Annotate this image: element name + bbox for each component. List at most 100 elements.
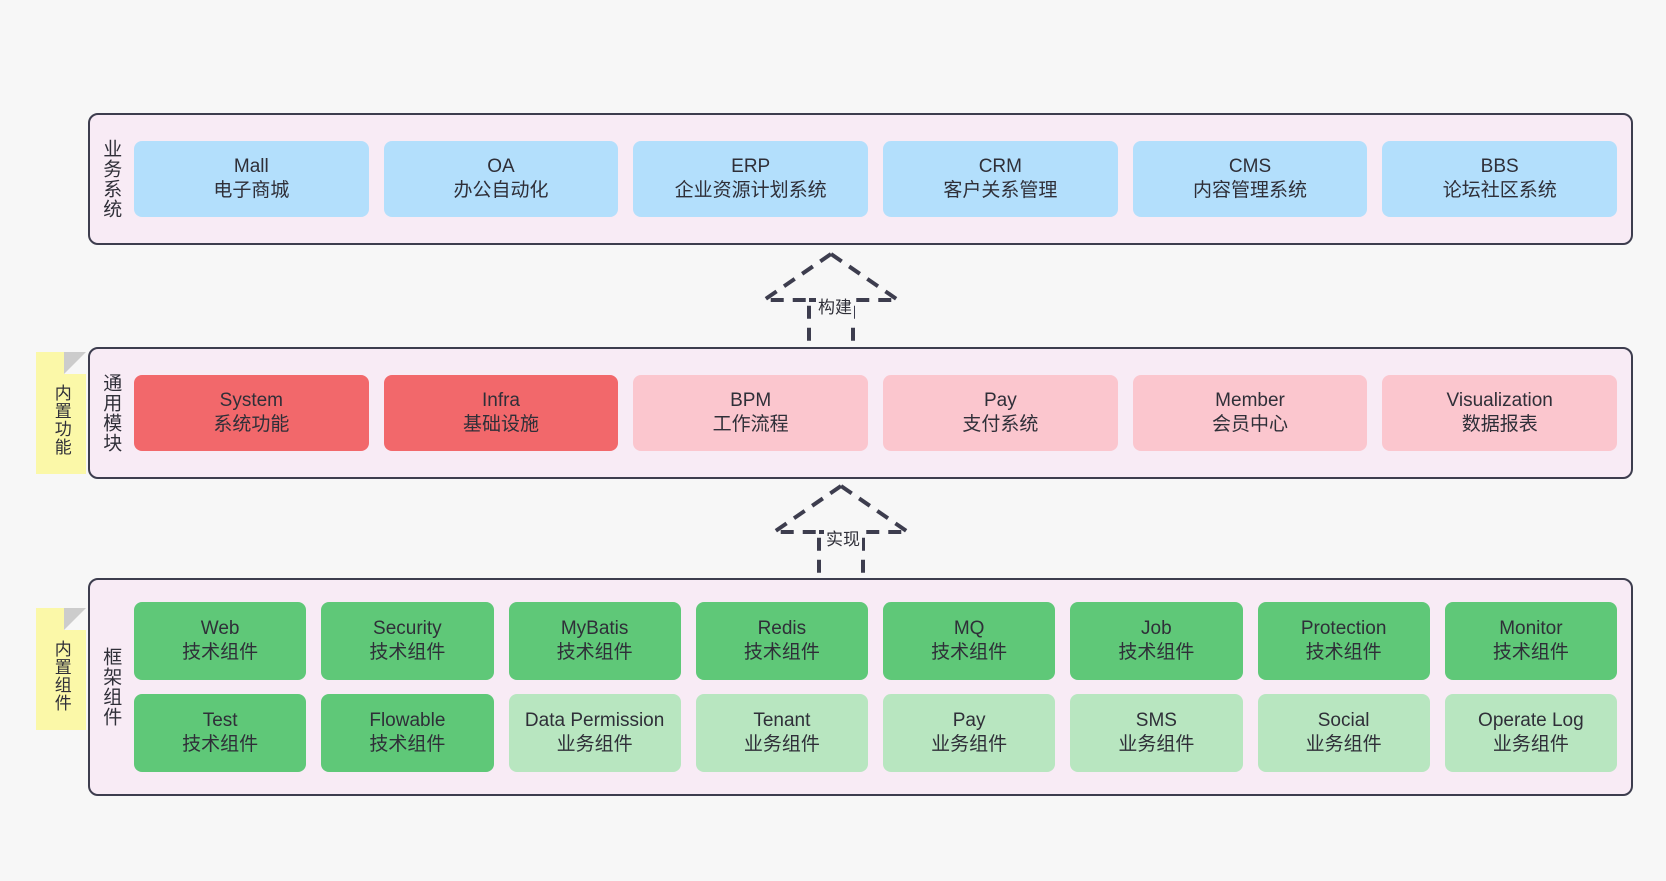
card-title: ERP [731, 155, 771, 177]
card-cms[interactable]: CMS 内容管理系统 [1132, 141, 1368, 217]
card-subtitle: 数据报表 [1461, 414, 1538, 435]
card-title: Security [373, 617, 442, 639]
connector-implement: 实现 [766, 484, 916, 580]
card-title: System [219, 389, 284, 411]
card-subtitle: 技术组件 [369, 734, 446, 755]
card-mall[interactable]: Mall 电子商城 [134, 141, 369, 217]
layer-title-common-module: 通用模块 [100, 373, 122, 453]
card-subtitle: 业务组件 [1305, 734, 1382, 755]
card-subtitle: 业务组件 [556, 734, 633, 755]
layer-title-business-system: 业务系统 [100, 139, 122, 219]
card-bbs[interactable]: BBS 论坛社区系统 [1382, 141, 1618, 217]
card-row: System 系统功能 Infra 基础设施 BPM 工作流程 Pay 支付系统… [134, 375, 1618, 451]
card-title: Web [200, 617, 240, 639]
layer-title-framework-component: 框架组件 [100, 647, 122, 727]
card-subtitle: 客户关系管理 [943, 180, 1058, 201]
note-text: 内置组件 [51, 640, 71, 712]
layer-body-business-system: Mall 电子商城 OA 办公自动化 ERP 企业资源计划系统 CRM 客户关系… [130, 115, 1631, 243]
card-title: Protection [1300, 617, 1387, 639]
card-title: Flowable [369, 709, 446, 731]
card-title: Infra [481, 389, 521, 411]
card-subtitle: 技术组件 [182, 734, 259, 755]
card-title: Operate Log [1478, 709, 1584, 731]
card-infra[interactable]: Infra 基础设施 [383, 375, 619, 451]
card-subtitle: 基础设施 [463, 414, 540, 435]
layer-body-framework-component: Web 技术组件 Security 技术组件 MyBatis 技术组件 Redi… [130, 580, 1631, 794]
card-subtitle: 业务组件 [743, 734, 820, 755]
card-title: Mall [233, 155, 269, 177]
card-subtitle: 技术组件 [556, 642, 633, 663]
card-redis[interactable]: Redis 技术组件 [695, 602, 868, 680]
card-subtitle: 业务组件 [1492, 734, 1569, 755]
card-mybatis[interactable]: MyBatis 技术组件 [508, 602, 681, 680]
card-subtitle: 技术组件 [1305, 642, 1382, 663]
card-title: BPM [730, 389, 772, 411]
card-title: Pay [983, 389, 1017, 411]
card-monitor[interactable]: Monitor 技术组件 [1444, 602, 1617, 680]
card-title: BBS [1480, 155, 1519, 177]
card-job[interactable]: Job 技术组件 [1070, 602, 1243, 680]
card-subtitle: 企业资源计划系统 [674, 180, 827, 201]
layer-framework-component[interactable]: 框架组件 Web 技术组件 Security 技术组件 MyBatis 技术组件… [88, 578, 1633, 796]
card-title: MyBatis [560, 617, 629, 639]
card-subtitle: 技术组件 [1492, 642, 1569, 663]
connector-build-label: 构建 [816, 292, 854, 319]
card-title: Member [1215, 389, 1285, 411]
note-builtin-function: 内置功能 [36, 352, 86, 474]
card-crm[interactable]: CRM 客户关系管理 [883, 141, 1118, 217]
card-title: Visualization [1446, 389, 1553, 411]
card-security[interactable]: Security 技术组件 [321, 602, 494, 680]
card-title: Test [202, 709, 238, 731]
card-test[interactable]: Test 技术组件 [134, 694, 307, 772]
card-subtitle: 办公自动化 [453, 180, 549, 201]
card-row: Test 技术组件 Flowable 技术组件 Data Permission … [134, 694, 1617, 772]
card-row: Mall 电子商城 OA 办公自动化 ERP 企业资源计划系统 CRM 客户关系… [134, 141, 1618, 217]
card-system[interactable]: System 系统功能 [134, 375, 369, 451]
card-pay-business[interactable]: Pay 业务组件 [883, 694, 1056, 772]
card-title: Redis [757, 617, 807, 639]
card-title: Tenant [753, 709, 811, 731]
card-member[interactable]: Member 会员中心 [1132, 375, 1368, 451]
layer-body-common-module: System 系统功能 Infra 基础设施 BPM 工作流程 Pay 支付系统… [130, 349, 1631, 477]
card-title: CMS [1228, 155, 1272, 177]
note-text: 内置功能 [51, 384, 71, 456]
card-subtitle: 工作流程 [712, 414, 789, 435]
card-subtitle: 支付系统 [962, 414, 1039, 435]
card-title: Monitor [1499, 617, 1563, 639]
card-subtitle: 技术组件 [182, 642, 259, 663]
card-subtitle: 系统功能 [213, 414, 290, 435]
connector-build: 构建 [756, 252, 906, 348]
card-subtitle: 内容管理系统 [1193, 180, 1308, 201]
card-tenant[interactable]: Tenant 业务组件 [695, 694, 868, 772]
card-social[interactable]: Social 业务组件 [1257, 694, 1430, 772]
note-builtin-component: 内置组件 [36, 608, 86, 730]
card-title: MQ [953, 617, 985, 639]
connector-implement-label: 实现 [824, 524, 862, 551]
layer-business-system[interactable]: 业务系统 Mall 电子商城 OA 办公自动化 ERP 企业资源计划系统 CRM [88, 113, 1633, 245]
card-title: Social [1317, 709, 1370, 731]
card-erp[interactable]: ERP 企业资源计划系统 [633, 141, 869, 217]
card-flowable[interactable]: Flowable 技术组件 [321, 694, 494, 772]
card-data-permission[interactable]: Data Permission 业务组件 [508, 694, 681, 772]
card-mq[interactable]: MQ 技术组件 [883, 602, 1056, 680]
card-sms[interactable]: SMS 业务组件 [1070, 694, 1243, 772]
card-oa[interactable]: OA 办公自动化 [383, 141, 619, 217]
card-operate-log[interactable]: Operate Log 业务组件 [1444, 694, 1617, 772]
card-pay[interactable]: Pay 支付系统 [883, 375, 1118, 451]
card-title: OA [487, 155, 515, 177]
card-bpm[interactable]: BPM 工作流程 [633, 375, 869, 451]
card-title: SMS [1135, 709, 1177, 731]
card-web[interactable]: Web 技术组件 [134, 602, 307, 680]
layer-common-module[interactable]: 通用模块 System 系统功能 Infra 基础设施 BPM 工作流程 Pay [88, 347, 1633, 479]
card-subtitle: 电子商城 [213, 180, 290, 201]
card-subtitle: 技术组件 [931, 642, 1008, 663]
card-subtitle: 技术组件 [1118, 642, 1195, 663]
card-title: Data Permission [524, 709, 665, 731]
card-row: Web 技术组件 Security 技术组件 MyBatis 技术组件 Redi… [134, 602, 1617, 680]
card-title: CRM [978, 155, 1022, 177]
card-visualization[interactable]: Visualization 数据报表 [1382, 375, 1618, 451]
card-protection[interactable]: Protection 技术组件 [1257, 602, 1430, 680]
card-subtitle: 会员中心 [1212, 414, 1289, 435]
card-subtitle: 业务组件 [931, 734, 1008, 755]
